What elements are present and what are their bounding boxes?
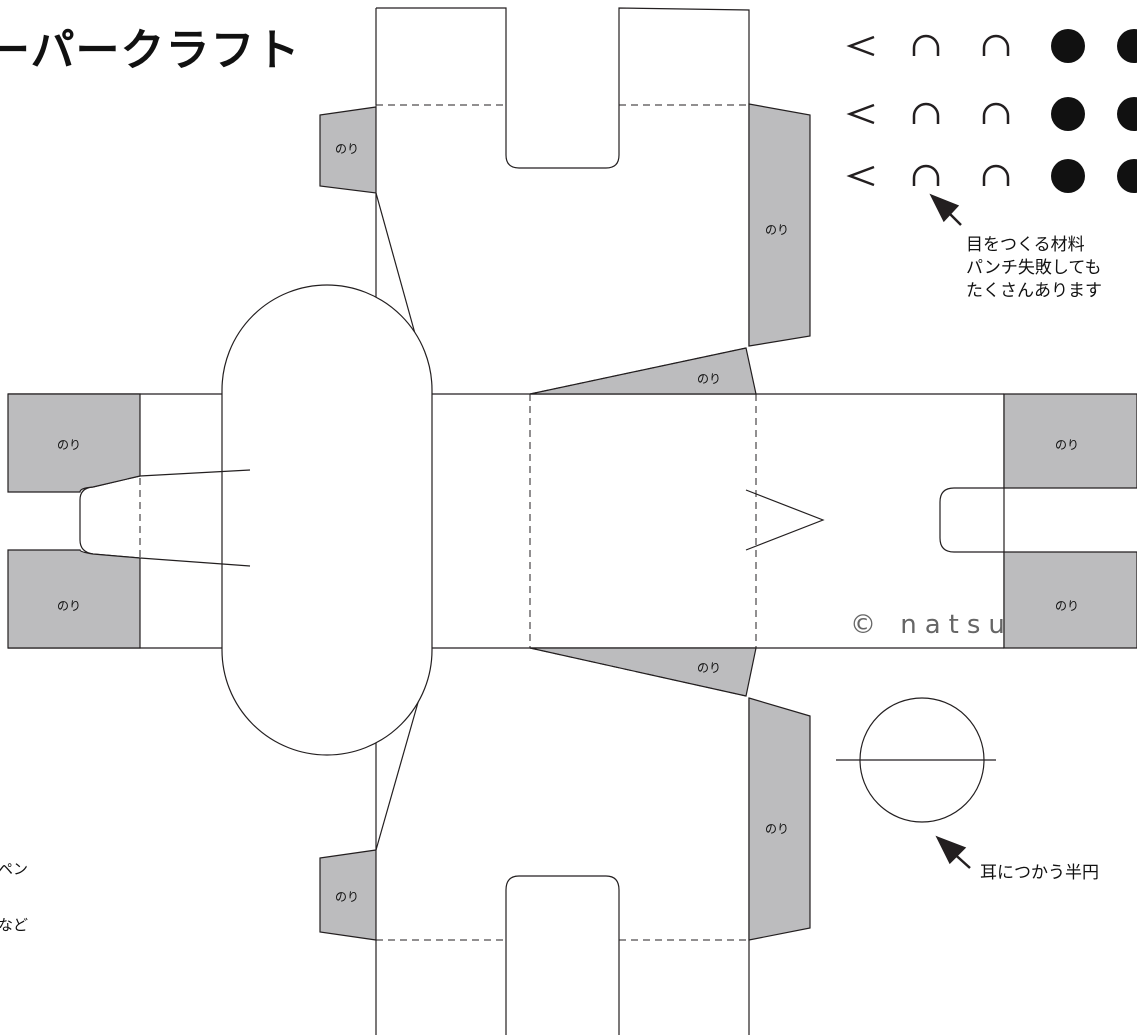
glue-label: のり: [57, 438, 82, 452]
eye-shape-dot: [1117, 29, 1137, 63]
eye-shape-dot: [1117, 159, 1137, 193]
page-title: ーパークラフト: [0, 25, 301, 76]
left-ear-shape: [221, 284, 433, 756]
credit-text: © natsu: [850, 610, 1013, 640]
eye-shape-arch: [982, 34, 1010, 56]
eye-shape-dot: [1051, 159, 1085, 193]
glue-label: のり: [57, 599, 82, 613]
top-head-outline: [375, 7, 750, 346]
bottom-head-outline: [375, 698, 750, 1035]
eye-shape-angle: [846, 165, 875, 187]
glue-label: のり: [335, 142, 360, 156]
glue-label: のり: [697, 661, 722, 675]
glue-label: のり: [697, 372, 722, 386]
left-slot: [79, 475, 141, 559]
connector-top-left: [375, 192, 420, 349]
glue-label: のり: [1055, 438, 1080, 452]
glue-label: のり: [335, 890, 360, 904]
eye-material-note: 目をつくる材料 パンチ失敗しても たくさんあります: [966, 234, 1102, 303]
glue-tab-bottom-diagonal: [529, 647, 757, 697]
eye-shape-arch: [982, 102, 1010, 124]
eye-shape-arch: [982, 164, 1010, 186]
left-note: など: [0, 916, 29, 934]
nose-cut: [745, 489, 825, 551]
glue-tab-left-upper: [7, 393, 141, 493]
eye-note-line: パンチ失敗しても: [966, 258, 1102, 278]
glue-tab-bottom-right: [748, 697, 811, 941]
eye-shape-arch: [912, 102, 940, 124]
eye-shape-dot: [1051, 97, 1085, 131]
eye-shape-arch: [912, 164, 940, 186]
eye-note-line: たくさんあります: [966, 281, 1102, 301]
glue-label: のり: [1055, 599, 1080, 613]
eye-shape-dot: [1051, 29, 1085, 63]
eye-shape-arch: [912, 34, 940, 56]
arrow-eye-note-shaft: [943, 207, 962, 226]
eye-shape-dot: [1117, 97, 1137, 131]
arrow-ear-note-shaft: [949, 849, 971, 869]
glue-label: のり: [765, 822, 790, 836]
ear-note: 耳につかう半円: [980, 863, 1099, 883]
left-note: ペン: [0, 860, 29, 878]
eye-shape-angle: [846, 35, 875, 57]
glue-label: のり: [765, 223, 790, 237]
eye-note-line: 目をつくる材料: [966, 235, 1085, 255]
eye-shape-angle: [846, 103, 875, 125]
right-slot: [939, 487, 1004, 553]
connector-bottom-left: [375, 698, 420, 851]
eye-symbols: [846, 29, 1137, 193]
glue-tab-top-diagonal: [529, 347, 757, 395]
